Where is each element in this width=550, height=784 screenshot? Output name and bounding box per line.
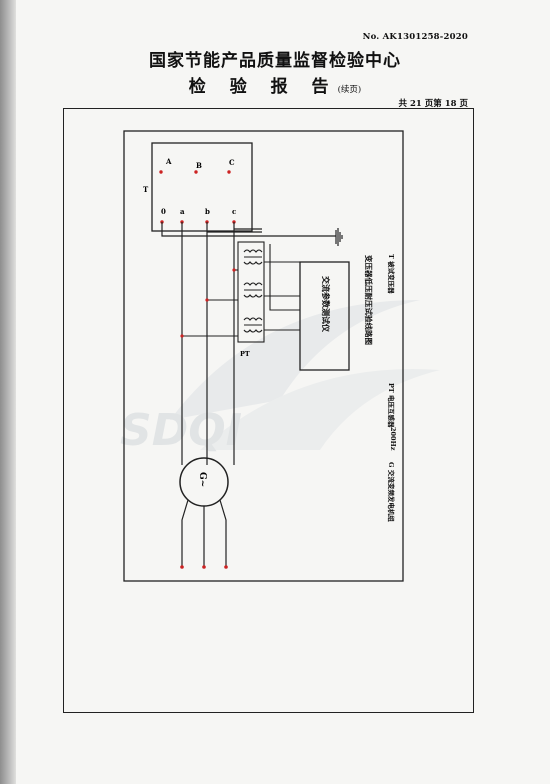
page-counter: 共 21 页第 18 页 [398, 99, 469, 109]
output-terminal-dots [180, 565, 228, 569]
instrument-label: 交流参数测试仪 [321, 276, 331, 332]
legend-g: G 交流变频发电机组 [387, 462, 395, 522]
watermark-logo: SDQI [120, 300, 440, 456]
terminal-0: 0 [161, 207, 166, 216]
terminal-C: C [229, 158, 235, 167]
outer-frame [63, 108, 474, 713]
neutral-ground-wiring [161, 222, 343, 246]
binding-edge [0, 0, 16, 784]
pt-junction-dots [180, 268, 236, 338]
watermark-text: SDQI [120, 405, 242, 456]
terminal-a: a [180, 207, 185, 216]
legend-frequency: 200Hz [389, 427, 397, 451]
upper-terminal-dots [159, 170, 231, 174]
transformer-label: T [143, 185, 149, 194]
diagram-frame [123, 130, 404, 582]
diagram-caption: 变压器低压耐压试验线路图 [364, 255, 373, 345]
generator-output-leads [181, 499, 227, 566]
pt-label: PT [240, 350, 250, 358]
instrument-box [299, 261, 350, 371]
pt-transformer-group [182, 241, 300, 343]
transformer-box [151, 142, 253, 232]
upper-terminals: A B C [165, 157, 235, 170]
continued-mark: (续页) [337, 85, 362, 95]
terminal-b: b [205, 207, 210, 216]
generator-label: G~ [197, 472, 207, 487]
terminal-B: B [196, 161, 202, 170]
center-title: 国家节能产品质量监督检验中心 [149, 51, 401, 71]
legend-t: T 被试变压器 [387, 254, 395, 294]
phase-wiring [181, 222, 262, 465]
terminal-A: A [165, 157, 172, 166]
report-title-text: 检 验 报 告 [188, 77, 338, 97]
legend-pt: PT 电压互感器 [387, 383, 395, 428]
lower-terminal-dots [160, 220, 236, 224]
lower-terminals: 0 a b c [161, 207, 236, 216]
terminal-c: c [232, 207, 236, 216]
report-number: No. AK1301258-2020 [362, 32, 468, 42]
report-title: 检 验 报 告(续页) [0, 72, 550, 97]
